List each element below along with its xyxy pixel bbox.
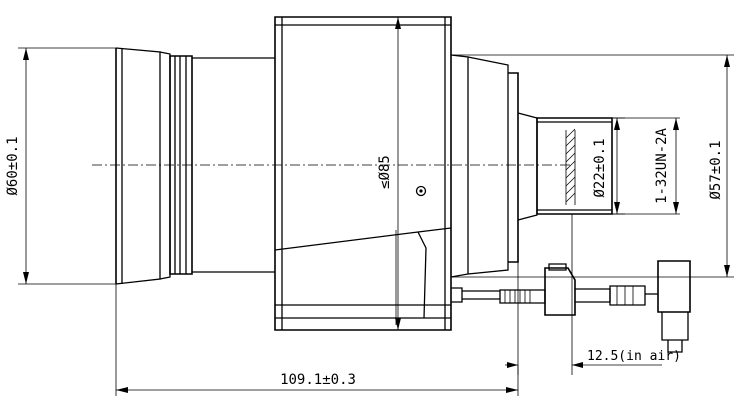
dim-mount-diameter: Ø22±0.1: [592, 117, 625, 215]
dim-length: 109.1±0.3: [115, 284, 519, 396]
dim-max-diameter-label: ≤Ø85: [377, 155, 393, 189]
dim-outer-diameter: Ø60±0.1: [5, 47, 116, 285]
dim-mount-diameter-label: Ø22±0.1: [592, 138, 608, 197]
dim-length-label: 109.1±0.3: [280, 372, 356, 388]
set-screw-icon: [415, 185, 427, 197]
thread-hatch: [565, 128, 576, 203]
plug-connector: [657, 260, 691, 313]
set-screw-center: [419, 189, 423, 193]
dim-thread-label: 1-32UN-2A: [654, 128, 670, 204]
dim-outer-diameter-label: Ø60±0.1: [5, 136, 21, 195]
connector-body: [544, 267, 576, 316]
dim-rear-diameter-label: Ø57±0.1: [708, 140, 724, 199]
rear-mount: [450, 54, 613, 278]
dim-thread: 1-32UN-2A: [612, 117, 680, 215]
cable-assembly: [451, 260, 691, 353]
main-body: [274, 16, 452, 331]
dim-max-diameter: ≤Ø85: [377, 17, 401, 330]
dim-flange-distance: 12.5(in air): [505, 214, 681, 375]
dim-rear-diameter: Ø57±0.1: [451, 54, 734, 278]
dim-flange-distance-label: 12.5(in air): [587, 349, 681, 364]
front-barrel: [115, 47, 275, 285]
